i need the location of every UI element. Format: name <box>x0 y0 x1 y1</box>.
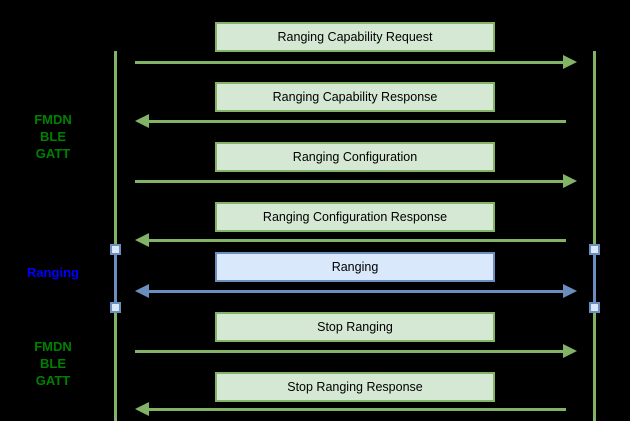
arrow-ranging-capability-response <box>135 114 566 128</box>
arrowhead-right-icon <box>563 344 577 358</box>
arrow-ranging-capability-request <box>135 55 577 69</box>
lifeline-endpoint-square <box>110 302 121 313</box>
arrowhead-right-icon <box>563 55 577 69</box>
arrow-line <box>135 60 566 64</box>
lifeline-right <box>593 51 596 421</box>
phase-label-line: FMDN <box>34 339 72 354</box>
lifeline-left <box>114 51 117 421</box>
phase-label-line: FMDN <box>34 112 72 127</box>
phase-label-ranging: Ranging <box>6 264 100 281</box>
arrowhead-left-icon <box>135 284 149 298</box>
lifeline-endpoint-square <box>589 302 600 313</box>
arrow-line <box>146 289 566 293</box>
message-box-ranging-capability-response: Ranging Capability Response <box>215 82 495 112</box>
arrow-ranging-configuration-response <box>135 233 566 247</box>
arrowhead-left-icon <box>135 233 149 247</box>
phase-label-fmdn-ble-gatt-bottom: FMDN BLE GATT <box>6 338 100 389</box>
arrow-ranging-configuration <box>135 174 577 188</box>
phase-label-fmdn-ble-gatt-top: FMDN BLE GATT <box>6 111 100 162</box>
message-box-ranging-configuration-response: Ranging Configuration Response <box>215 202 495 232</box>
phase-label-line: BLE <box>40 129 66 144</box>
arrow-stop-ranging <box>135 344 577 358</box>
message-box-ranging-capability-request: Ranging Capability Request <box>215 22 495 52</box>
arrow-ranging-bidirectional <box>135 284 577 298</box>
phase-label-line: GATT <box>35 146 71 161</box>
arrowhead-left-icon <box>135 402 149 416</box>
lifeline-endpoint-square <box>110 244 121 255</box>
arrow-line <box>135 349 566 353</box>
lifeline-left-ranging-segment <box>114 244 117 308</box>
message-box-stop-ranging-response: Stop Ranging Response <box>215 372 495 402</box>
arrow-line <box>146 407 566 411</box>
phase-label-line: BLE <box>40 356 66 371</box>
arrow-stop-ranging-response <box>135 402 566 416</box>
phase-label-line: GATT <box>35 373 71 388</box>
lifeline-right-ranging-segment <box>593 244 596 308</box>
arrow-line <box>135 179 566 183</box>
arrow-line <box>146 119 566 123</box>
message-box-stop-ranging: Stop Ranging <box>215 312 495 342</box>
phase-label-line: Ranging <box>27 265 79 280</box>
lifeline-endpoint-square <box>589 244 600 255</box>
message-box-ranging: Ranging <box>215 252 495 282</box>
arrow-line <box>146 238 566 242</box>
message-box-ranging-configuration: Ranging Configuration <box>215 142 495 172</box>
arrowhead-right-icon <box>563 174 577 188</box>
arrowhead-right-icon <box>563 284 577 298</box>
arrowhead-left-icon <box>135 114 149 128</box>
